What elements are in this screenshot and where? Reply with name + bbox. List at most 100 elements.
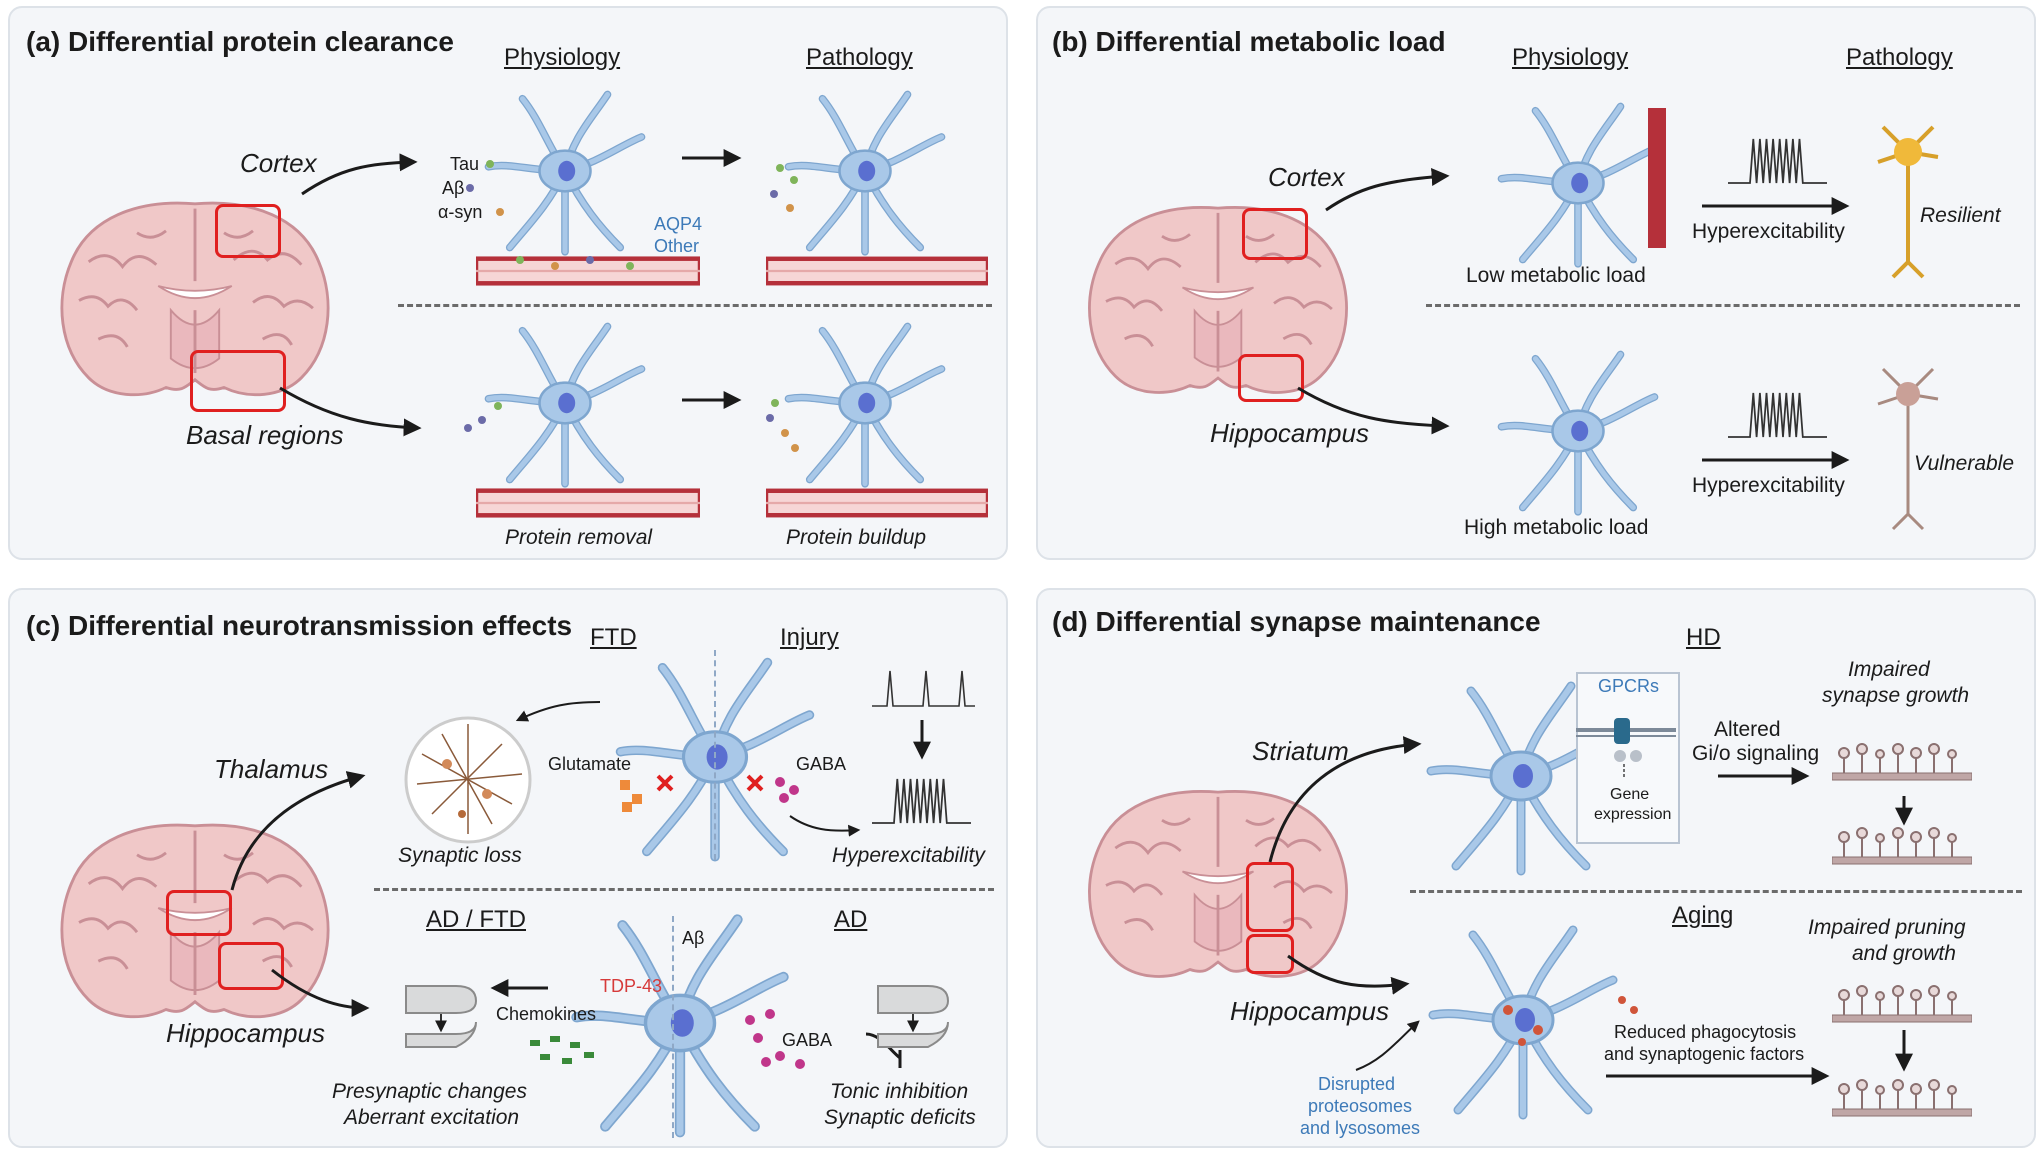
blood-vessel-icon: [476, 486, 700, 520]
label-chemokines: Chemokines: [496, 1004, 597, 1024]
spike-train-icon: [1728, 126, 1838, 196]
region-striatum: Striatum: [1252, 736, 1349, 766]
label-asyn: α-syn: [438, 202, 483, 222]
region-hippocampus: Hippocampus: [166, 1018, 325, 1048]
label-tau: Tau: [450, 154, 480, 174]
hippocampus-highlight: [1238, 354, 1304, 402]
label-synaptogenic-factors: and synaptogenic factors: [1604, 1044, 1805, 1064]
panel-c-title: (c) Differential neurotransmission effec…: [26, 610, 573, 641]
label-gene: Gene: [1610, 786, 1650, 803]
heading-ad-ftd: AD / FTD: [426, 906, 526, 933]
gpcr-icon: [1576, 718, 1676, 778]
label-gaba-bottom: GABA: [782, 1030, 833, 1050]
protein-particles: [464, 160, 799, 452]
label-disrupted: Disrupted: [1318, 1074, 1396, 1094]
panel-c: (c) Differential neurotransmission effec…: [8, 588, 1008, 1148]
heading-ad: AD: [834, 906, 868, 933]
neuron-network-icon: [404, 716, 532, 844]
region-thalamus: Thalamus: [214, 754, 329, 784]
synapse-icon: [396, 976, 496, 1066]
label-abeta: Aβ: [682, 928, 705, 948]
divider: [398, 304, 992, 307]
astrocyte-icon: [770, 86, 960, 256]
basal-highlight: [190, 350, 286, 412]
label-gpcrs: GPCRs: [1598, 676, 1660, 696]
label-vulnerable: Vulnerable: [1914, 452, 2015, 475]
caption-high-metabolic-load: High metabolic load: [1464, 516, 1649, 539]
spike-train-icon: [872, 670, 975, 707]
divider: [1426, 304, 2020, 307]
label-impaired: Impaired: [1848, 658, 1930, 681]
dendritic-spines-icon: [1832, 982, 1972, 1024]
neuron-icon: [1877, 125, 1939, 279]
arrow-icon: [279, 149, 742, 437]
divider-vertical: [714, 650, 716, 860]
heading-physiology: Physiology: [1512, 44, 1629, 71]
astrocyte-icon: [1478, 346, 1678, 516]
label-presynaptic-changes: Presynaptic changes: [332, 1080, 527, 1103]
region-basal: Basal regions: [186, 420, 344, 450]
region-cortex: Cortex: [1268, 162, 1345, 192]
neuron-icon: [1877, 367, 1939, 531]
label-synapse-growth: synapse growth: [1822, 684, 1970, 707]
label-gio-signaling: Gi/o signaling: [1692, 742, 1820, 765]
synapse-icon: [868, 976, 968, 1066]
hyperexcitability-bottom: Hyperexcitability: [1692, 474, 1845, 497]
label-synaptic-loss: Synaptic loss: [398, 844, 522, 867]
gpcr-inset: [1576, 672, 1680, 844]
blood-vessel-icon: [1648, 108, 1666, 248]
heading-ftd: FTD: [590, 624, 637, 651]
panel-b-title: (b) Differential metabolic load: [1052, 26, 1446, 57]
heading-pathology: Pathology: [1846, 44, 1953, 71]
label-and-lysosomes: and lysosomes: [1300, 1118, 1421, 1138]
hyperexcitability-top: Hyperexcitability: [1692, 220, 1845, 243]
label-other: Other: [654, 236, 700, 256]
caption-protein-removal: Protein removal: [505, 526, 653, 549]
label-and-growth: and growth: [1852, 942, 1956, 965]
label-hyperexcitability: Hyperexcitability: [832, 844, 985, 867]
astrocyte-icon: [470, 318, 660, 488]
region-cortex: Cortex: [240, 148, 317, 178]
caption-low-metabolic-load: Low metabolic load: [1466, 264, 1646, 287]
label-tonic-inhibition: Tonic inhibition: [830, 1080, 969, 1103]
heading-aging: Aging: [1672, 902, 1734, 929]
label-gaba-top: GABA: [796, 754, 847, 774]
heading-physiology: Physiology: [504, 44, 621, 71]
label-aqp4: AQP4: [654, 214, 703, 234]
cortex-highlight: [1242, 208, 1308, 260]
blood-vessel-icon: [766, 486, 988, 520]
label-tdp43: TDP-43: [600, 976, 663, 996]
striatum-highlight: [1246, 862, 1294, 932]
heading-hd: HD: [1686, 624, 1721, 651]
label-impaired-pruning: Impaired pruning: [1808, 916, 1966, 939]
label-altered: Altered: [1714, 718, 1781, 741]
arrow-icon: [1297, 167, 1850, 469]
label-aberrant-excitation: Aberrant excitation: [344, 1106, 520, 1129]
divider-vertical: [672, 916, 674, 1138]
hippocampus-highlight: [1246, 934, 1294, 974]
region-hippocampus: Hippocampus: [1210, 418, 1369, 448]
astrocyte-icon: [770, 318, 960, 488]
label-synaptic-deficits: Synaptic deficits: [824, 1106, 976, 1129]
divider: [374, 888, 994, 891]
dendritic-spines-icon: [1832, 1076, 1972, 1118]
spike-train-icon: [1728, 380, 1838, 450]
panel-b: (b) Differential metabolic load Physiolo…: [1036, 6, 2036, 560]
panel-a-title: (a) Differential protein clearance: [26, 26, 454, 57]
label-expression: expression: [1594, 806, 1672, 823]
cortex-highlight: [215, 204, 281, 258]
label-glutamate: Glutamate: [548, 754, 632, 774]
caption-protein-buildup: Protein buildup: [786, 526, 927, 549]
arrow-icon: [1268, 736, 1913, 1085]
panel-a: (a) Differential protein clearance Physi…: [8, 6, 1008, 560]
hippocampus-highlight: [218, 942, 284, 990]
chemokine-particles: [530, 1009, 805, 1069]
panel-d: (d) Differential synapse maintenance HD …: [1036, 588, 2036, 1148]
heading-pathology: Pathology: [806, 44, 913, 71]
heading-injury: Injury: [780, 624, 839, 651]
panel-d-title: (d) Differential synapse maintenance: [1052, 606, 1541, 637]
divider: [1410, 890, 2022, 893]
label-reduced-phagocytosis: Reduced phagocytosis: [1614, 1022, 1797, 1042]
label-resilient: Resilient: [1920, 204, 2001, 227]
lysosome-particles: [1503, 996, 1638, 1046]
